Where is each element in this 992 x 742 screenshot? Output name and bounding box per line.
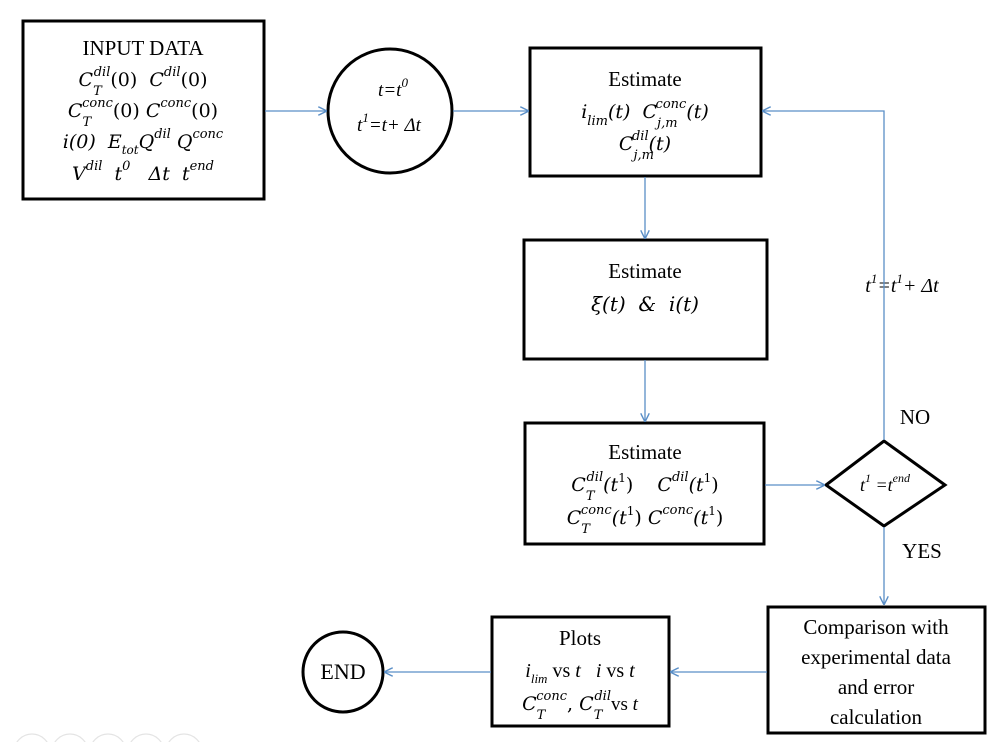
comparison-line-2: experimental data	[801, 645, 952, 669]
estimate-1-line-1: ilim(t) Cj,mconc(t)	[581, 97, 709, 131]
input-data-title: INPUT DATA	[82, 36, 204, 60]
input-line-2: CTconc(0) Cconc(0)	[68, 96, 218, 130]
estimate-2-line-1: ξ(t) & i(t)	[591, 292, 699, 316]
time-node-line-1: t=t0	[378, 75, 408, 101]
estimate-box-1: Estimate ilim(t) Cj,mconc(t) Cj,mdil(t)	[528, 46, 763, 178]
estimate-3-line-2: CTconc(t1) Cconc(t1)	[567, 503, 724, 537]
decision-yes-label: YES	[902, 539, 942, 563]
comparison-line-1: Comparison with	[803, 615, 949, 639]
decision-condition: t1 =tend	[860, 471, 911, 495]
decision-node: t1 =tend NO YES	[823, 405, 948, 563]
plots-box: Plots ilim vs t i vs t CTconc, CTdilvs t	[490, 615, 671, 728]
input-line-3: i(0) EtotQdil Qconc	[63, 127, 224, 157]
input-line-4: Vdil t0 Δt tend	[72, 159, 214, 185]
estimate-2-title: Estimate	[608, 259, 681, 283]
decision-no-label: NO	[900, 405, 930, 429]
plots-line-2: CTconc, CTdilvs t	[522, 689, 639, 723]
faint-background-circles	[16, 733, 200, 742]
end-label: END	[320, 659, 365, 684]
estimate-box-3: Estimate CTdil(t1) Cdil(t1) CTconc(t1) C…	[523, 421, 766, 546]
comparison-line-3: and error	[838, 675, 914, 699]
estimate-3-line-1: CTdil(t1) Cdil(t1)	[571, 470, 718, 504]
estimate-3-title: Estimate	[608, 440, 681, 464]
estimate-1-line-2: Cj,mdil(t)	[619, 129, 671, 163]
input-line-1: CTdil(0) Cdil(0)	[79, 65, 208, 99]
connectors	[265, 111, 884, 672]
plots-line-1: ilim vs t i vs t	[525, 660, 635, 686]
end-node: END	[301, 630, 385, 714]
time-node-line-2: t1=t+ Δt	[357, 110, 422, 136]
loop-increment-label: t1=t1+ Δt	[865, 271, 939, 297]
time-node: t=t0 t1=t+ Δt	[326, 47, 454, 175]
comparison-line-4: calculation	[830, 705, 923, 729]
estimate-1-title: Estimate	[608, 67, 681, 91]
arrow-no-loop-back	[763, 111, 885, 440]
comparison-box: Comparison with experimental data and er…	[766, 605, 987, 735]
estimate-box-2: Estimate ξ(t) & i(t)	[522, 238, 769, 361]
input-data-box: INPUT DATA CTdil(0) Cdil(0) CTconc(0) Cc…	[21, 19, 266, 201]
plots-title: Plots	[559, 626, 601, 650]
